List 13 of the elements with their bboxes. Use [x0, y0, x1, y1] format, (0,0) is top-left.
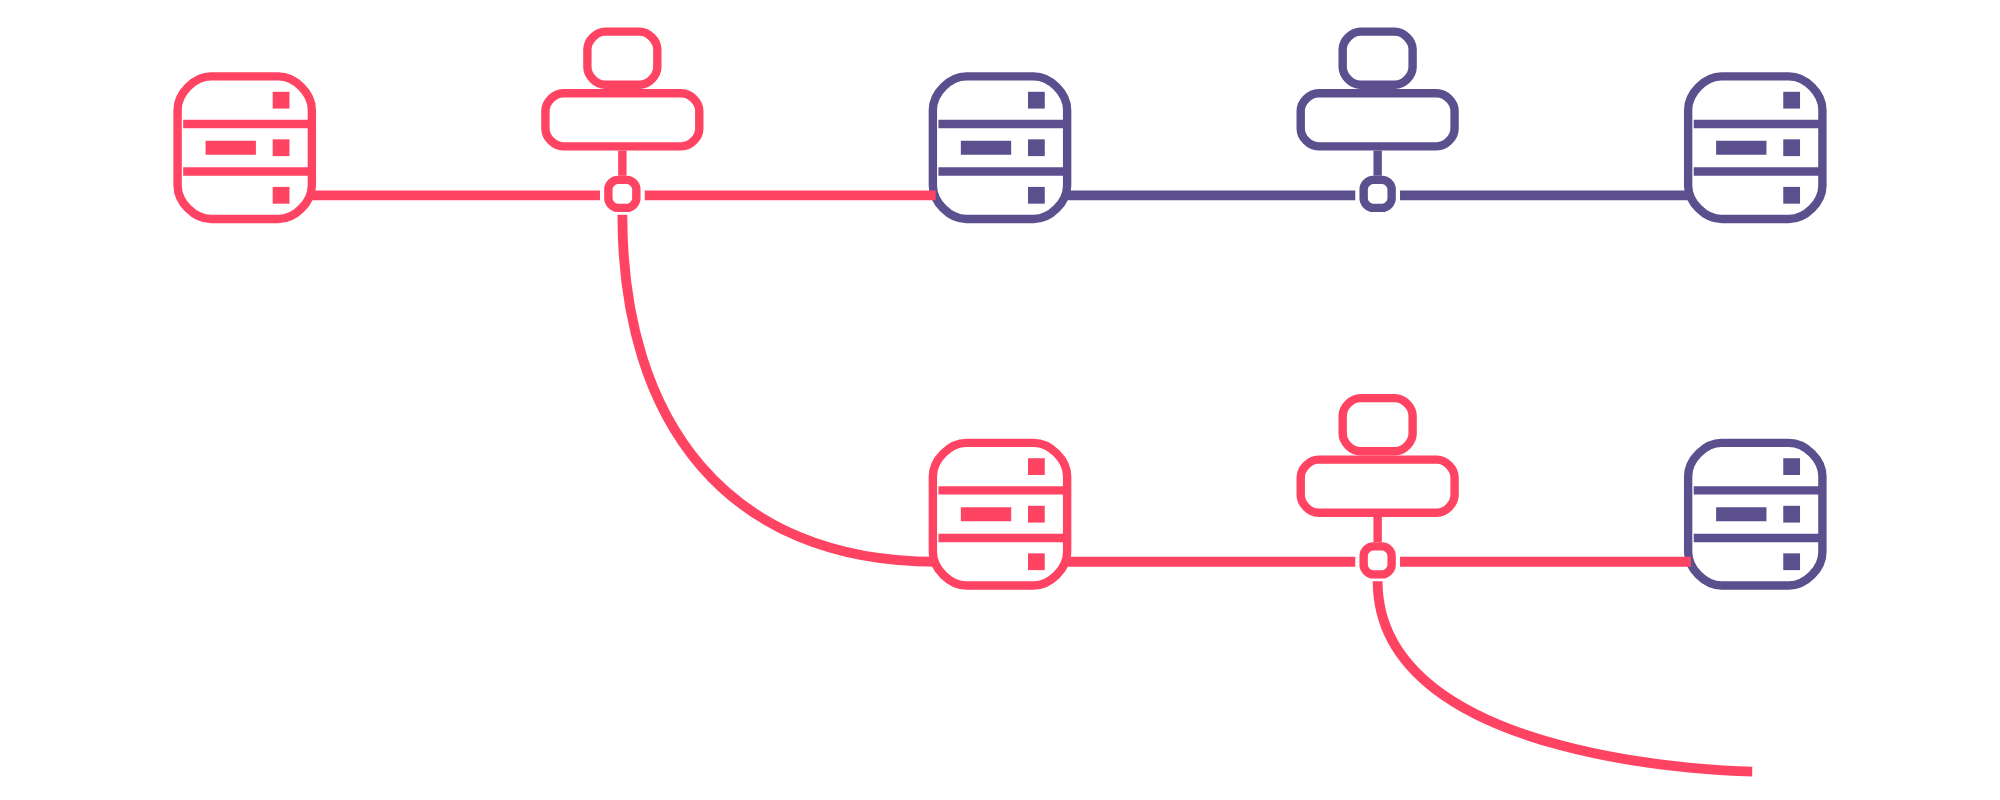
- connector: [1372, 580, 1753, 777]
- connector: [1067, 556, 1356, 567]
- connector: [1400, 190, 1691, 201]
- connector: [1400, 556, 1691, 567]
- node-picture: [928, 438, 1072, 590]
- node-picture: [173, 72, 317, 224]
- connector: [1067, 190, 1356, 201]
- node-picture: [928, 72, 1072, 224]
- connector: [644, 190, 936, 201]
- node-picture: [1683, 72, 1827, 224]
- node-picture: [1683, 438, 1827, 590]
- connector: [617, 214, 936, 567]
- connector: [311, 190, 600, 201]
